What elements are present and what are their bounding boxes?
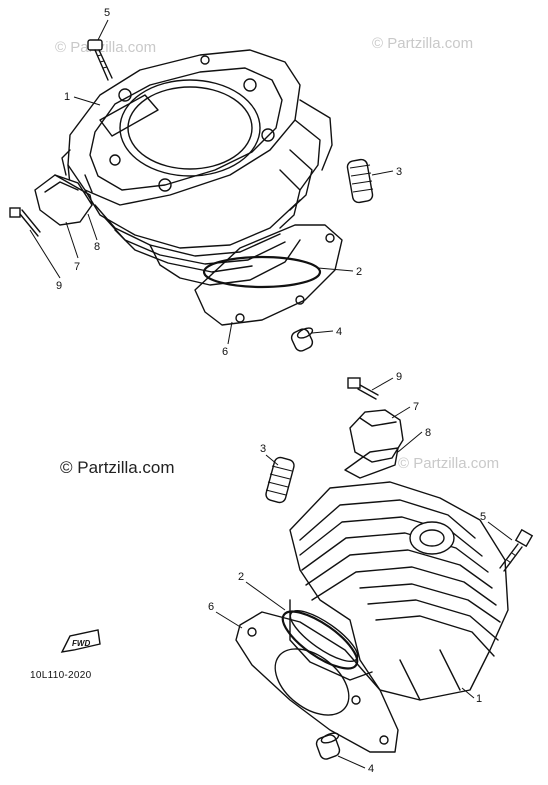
watermark-top-left: © Partzilla.com: [55, 39, 156, 56]
callout-bot-9: 9: [396, 371, 402, 383]
callout-top-3: 3: [396, 166, 402, 178]
fwd-label: FWD: [72, 639, 90, 648]
top-o-ring-part: [202, 255, 322, 289]
forward-arrow-icon: FWD: [60, 629, 101, 653]
callout-bot-3: 3: [260, 443, 266, 455]
top-dowel-pin-part: [346, 158, 374, 204]
bottom-base-gasket-part: [235, 611, 399, 753]
watermark-top-right: © Partzilla.com: [372, 35, 473, 52]
top-bolt-part: [87, 39, 113, 81]
callout-top-7: 7: [74, 261, 80, 273]
callout-top-1: 1: [64, 91, 70, 103]
top-cylinder-assembly: 5 1 3 8 7 9 2 4 6: [9, 7, 402, 358]
watermark-center-left: © Partzilla.com: [60, 458, 175, 477]
diagram-part-code: 10L110-2020: [30, 670, 92, 681]
callout-bot-8: 8: [425, 427, 431, 439]
callout-top-5: 5: [104, 7, 110, 19]
callout-top-9: 9: [56, 280, 62, 292]
top-cylinder-block: [61, 49, 333, 286]
top-cover-part: [34, 174, 93, 226]
callout-top-6: 6: [222, 346, 228, 358]
watermark-center-right: © Partzilla.com: [398, 455, 499, 472]
bottom-dowel-pin-part: [265, 456, 295, 504]
callout-top-8: 8: [94, 241, 100, 253]
bottom-cover-part: [344, 409, 404, 479]
callout-bot-2: 2: [238, 571, 244, 583]
bottom-cover-bolt-part: [347, 377, 379, 400]
callout-top-4: 4: [336, 326, 342, 338]
top-base-gasket-part: [194, 224, 343, 326]
callout-bot-6: 6: [208, 601, 214, 613]
top-cover-bolt-part: [9, 207, 41, 237]
callout-bot-7: 7: [413, 401, 419, 413]
bottom-o-ring-part: [281, 610, 359, 670]
bottom-cylinder-block: [289, 481, 509, 701]
callout-top-2: 2: [356, 266, 362, 278]
top-small-dowel-part: [290, 327, 314, 352]
bottom-small-dowel-part: [315, 732, 341, 760]
bottom-bolt-part: [499, 528, 534, 572]
callout-bot-4: 4: [368, 763, 374, 775]
bottom-cylinder-assembly: 9 7 8 3 5 2 6 4 1: [208, 371, 534, 775]
callout-bot-5: 5: [480, 511, 486, 523]
callout-bot-1: 1: [476, 693, 482, 705]
